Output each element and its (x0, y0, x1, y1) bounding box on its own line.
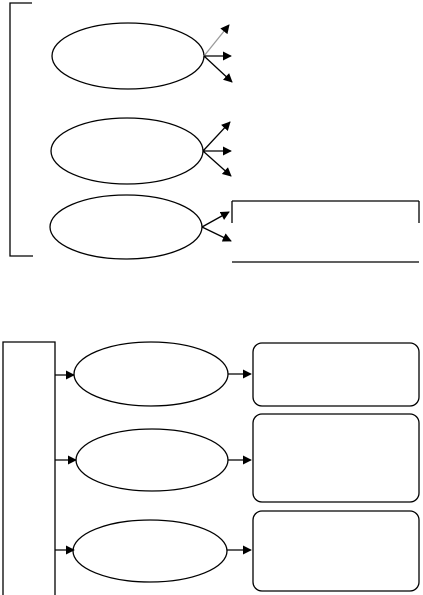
top-node-2 (50, 117, 204, 185)
branch-arrow-3-2 (201, 226, 232, 242)
bottom-box-1 (252, 342, 420, 407)
branch-arrow-1-3 (203, 55, 233, 83)
top-diagram (9, 2, 420, 263)
bottom-row-3 (55, 510, 420, 592)
bottom-node-2 (75, 428, 229, 492)
top-left-bracket (9, 2, 33, 257)
bottom-diagram (2, 341, 420, 595)
bottom-row-2 (55, 413, 420, 503)
bottom-row-1 (55, 341, 420, 407)
top-node-1 (51, 22, 205, 90)
bottom-box-3 (252, 510, 420, 592)
top-group-1 (51, 22, 233, 90)
branch-arrow-2-3 (202, 150, 232, 177)
bottom-left-column-box (2, 341, 56, 595)
branch-arrow-2-1 (202, 121, 231, 152)
bottom-node-1 (73, 341, 229, 407)
top-group-3 (49, 194, 232, 260)
branch-arrow-3-1 (201, 211, 230, 228)
top-node-3 (49, 194, 203, 260)
branch-arrow-1-1 (203, 24, 230, 57)
top-group-2 (50, 117, 232, 185)
top-table (231, 200, 420, 263)
bottom-box-2 (252, 413, 420, 503)
bottom-node-3 (72, 519, 228, 583)
